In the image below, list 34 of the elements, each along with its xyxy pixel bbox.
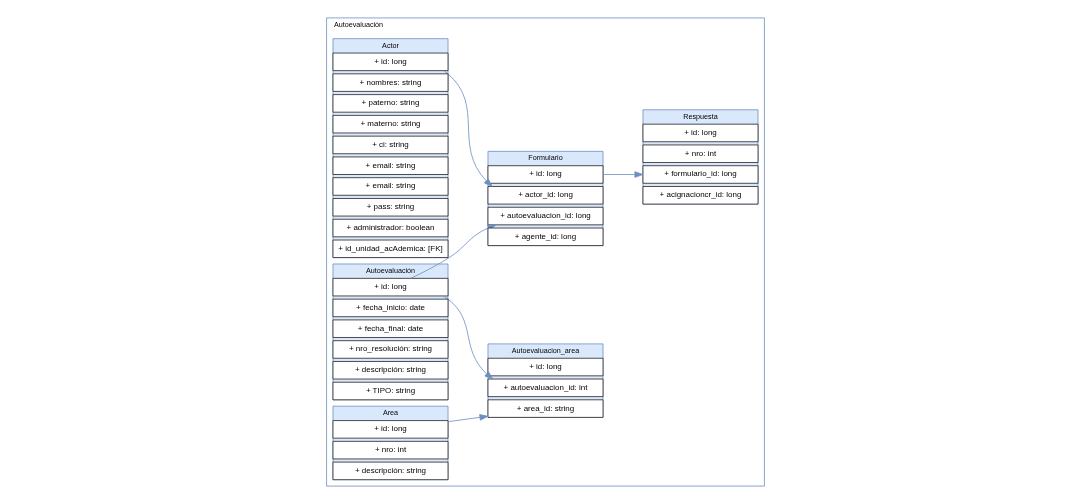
arrow — [602, 171, 644, 178]
node-box: + area_id: string — [487, 399, 604, 418]
node-box: + id: long — [332, 420, 449, 439]
node-box: + descripción: string — [332, 461, 449, 481]
node-box: + nombres: string — [332, 73, 449, 92]
node-box: + pass: string — [332, 198, 449, 217]
node-box: + paterno: string — [332, 94, 449, 113]
node-box: + ci: string — [332, 135, 449, 155]
node-box: + autoevaluacion_id: long — [487, 206, 604, 226]
node-box: + descripción: string — [332, 361, 449, 380]
arrow — [447, 414, 489, 423]
node-box: + email: string — [332, 156, 449, 175]
node-box: + id_unidad_acAdemica: [FK] — [332, 239, 449, 258]
node-box: + TIPO: string — [332, 381, 449, 401]
node-box: + autoevaluacion_id: int — [487, 378, 604, 397]
node-box: + id: long — [642, 123, 759, 143]
node-box: + fecha_inicio: date — [332, 298, 449, 318]
node-box: + formulario_id: long — [642, 165, 759, 184]
node-box: + materno: string — [332, 114, 449, 134]
node-box: + nro_resolución: string — [332, 340, 449, 359]
arrow — [442, 295, 494, 380]
node-box: + agente_id: long — [487, 227, 604, 246]
node-box: + actor_id: long — [487, 186, 604, 205]
node-box: + email: string — [332, 177, 449, 196]
arrow — [443, 70, 493, 187]
node-box: + fecha_final: date — [332, 319, 449, 338]
node-box: + id: long — [332, 277, 449, 297]
node-box: + nro: int — [332, 440, 449, 460]
node-box: + nro: int — [642, 144, 759, 163]
node-box: + id: long — [332, 52, 449, 72]
node-box: + acignacioncr_id: long — [642, 186, 759, 205]
node-box: + administrador: boolean — [332, 218, 449, 238]
node-box: + id: long — [487, 357, 604, 377]
node-box: + id: long — [487, 165, 604, 184]
